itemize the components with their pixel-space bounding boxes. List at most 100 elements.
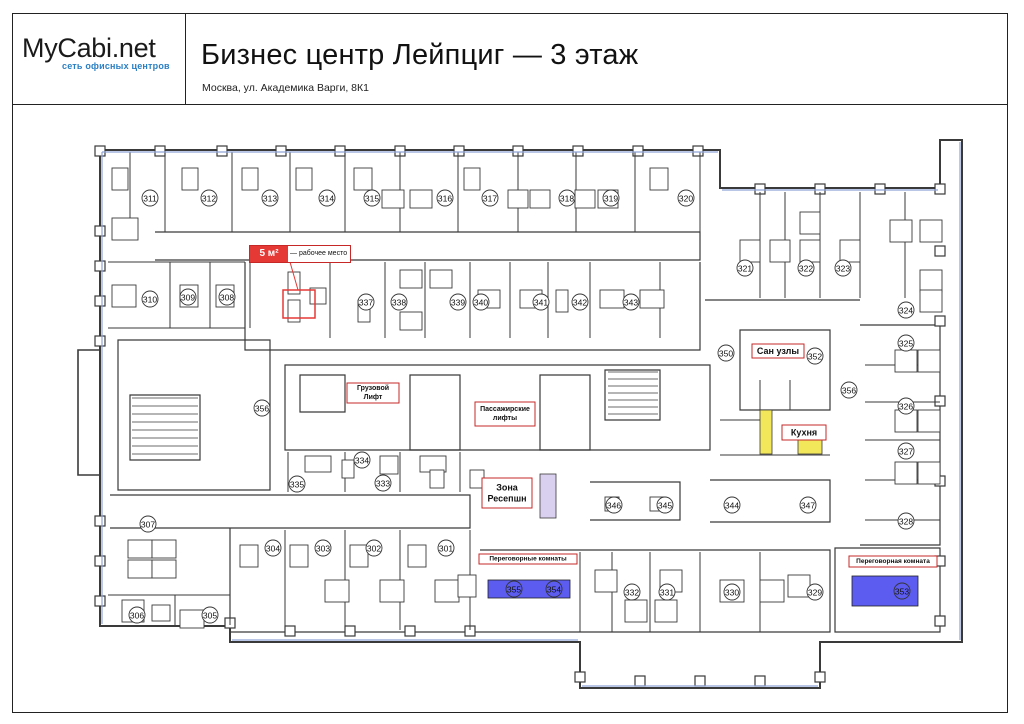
room-circle-304[interactable] bbox=[264, 539, 282, 557]
room-number-353[interactable]: 353 bbox=[895, 587, 909, 597]
room-number-325[interactable]: 325 bbox=[899, 339, 913, 349]
room-circle-337[interactable] bbox=[357, 293, 375, 311]
room-number-310[interactable]: 310 bbox=[143, 295, 157, 305]
room-number-317[interactable]: 317 bbox=[483, 194, 497, 204]
room-number-324[interactable]: 324 bbox=[899, 306, 913, 316]
room-circle-356[interactable] bbox=[840, 381, 858, 399]
room-circle-327[interactable] bbox=[897, 442, 915, 460]
room-circle-344[interactable] bbox=[723, 496, 741, 514]
room-circle-310[interactable] bbox=[141, 290, 159, 308]
room-number-339[interactable]: 339 bbox=[451, 298, 465, 308]
room-circle-332[interactable] bbox=[623, 583, 641, 601]
room-number-356[interactable]: 356 bbox=[255, 404, 269, 414]
room-circle-315[interactable] bbox=[363, 189, 381, 207]
room-number-320[interactable]: 320 bbox=[679, 194, 693, 204]
room-circle-324[interactable] bbox=[897, 301, 915, 319]
room-number-333[interactable]: 333 bbox=[376, 479, 390, 489]
room-number-302[interactable]: 302 bbox=[367, 544, 381, 554]
room-number-334[interactable]: 334 bbox=[355, 456, 369, 466]
room-circle-306[interactable] bbox=[128, 606, 146, 624]
room-circle-313[interactable] bbox=[261, 189, 279, 207]
room-circle-307[interactable] bbox=[139, 515, 157, 533]
room-circle-350[interactable] bbox=[717, 344, 735, 362]
room-number-335[interactable]: 335 bbox=[290, 480, 304, 490]
room-number-331[interactable]: 331 bbox=[660, 588, 674, 598]
room-circle-330[interactable] bbox=[723, 583, 741, 601]
room-circle-311[interactable] bbox=[141, 189, 159, 207]
room-circle-309[interactable] bbox=[179, 288, 197, 306]
room-number-306[interactable]: 306 bbox=[130, 611, 144, 621]
logo[interactable]: MyCabi.net bbox=[22, 33, 156, 63]
room-circle-301[interactable] bbox=[437, 539, 455, 557]
room-number-308[interactable]: 308 bbox=[220, 293, 234, 303]
room-number-328[interactable]: 328 bbox=[899, 517, 913, 527]
room-circle-317[interactable] bbox=[481, 189, 499, 207]
room-number-346[interactable]: 346 bbox=[607, 501, 621, 511]
room-circle-302[interactable] bbox=[365, 539, 383, 557]
room-number-323[interactable]: 323 bbox=[836, 264, 850, 274]
room-circle-343[interactable] bbox=[622, 293, 640, 311]
room-circle-354[interactable] bbox=[545, 580, 563, 598]
room-number-305[interactable]: 305 bbox=[203, 611, 217, 621]
room-circle-321[interactable] bbox=[736, 259, 754, 277]
room-circle-325[interactable] bbox=[897, 334, 915, 352]
room-circle-339[interactable] bbox=[449, 293, 467, 311]
room-circle-305[interactable] bbox=[201, 606, 219, 624]
room-number-313[interactable]: 313 bbox=[263, 194, 277, 204]
room-circle-340[interactable] bbox=[472, 293, 490, 311]
room-number-345[interactable]: 345 bbox=[658, 501, 672, 511]
room-circle-342[interactable] bbox=[571, 293, 589, 311]
room-number-344[interactable]: 344 bbox=[725, 501, 739, 511]
room-circle-326[interactable] bbox=[897, 397, 915, 415]
room-number-301[interactable]: 301 bbox=[439, 544, 453, 554]
room-circle-356[interactable] bbox=[253, 399, 271, 417]
room-circle-308[interactable] bbox=[218, 288, 236, 306]
room-circle-333[interactable] bbox=[374, 474, 392, 492]
room-number-311[interactable]: 311 bbox=[143, 194, 157, 204]
room-circle-320[interactable] bbox=[677, 189, 695, 207]
room-circle-316[interactable] bbox=[436, 189, 454, 207]
room-circle-329[interactable] bbox=[806, 583, 824, 601]
room-number-347[interactable]: 347 bbox=[801, 501, 815, 511]
room-number-315[interactable]: 315 bbox=[365, 194, 379, 204]
room-number-342[interactable]: 342 bbox=[573, 298, 587, 308]
room-number-309[interactable]: 309 bbox=[181, 293, 195, 303]
room-circle-352[interactable] bbox=[806, 347, 824, 365]
room-circle-318[interactable] bbox=[558, 189, 576, 207]
room-number-330[interactable]: 330 bbox=[725, 588, 739, 598]
room-number-337[interactable]: 337 bbox=[359, 298, 373, 308]
room-number-321[interactable]: 321 bbox=[738, 264, 752, 274]
room-circle-322[interactable] bbox=[797, 259, 815, 277]
room-circle-355[interactable] bbox=[505, 580, 523, 598]
room-number-343[interactable]: 343 bbox=[624, 298, 638, 308]
room-number-355[interactable]: 355 bbox=[507, 585, 521, 595]
room-number-322[interactable]: 322 bbox=[799, 264, 813, 274]
room-circle-345[interactable] bbox=[656, 496, 674, 514]
room-number-350[interactable]: 350 bbox=[719, 349, 733, 359]
room-number-329[interactable]: 329 bbox=[808, 588, 822, 598]
room-number-314[interactable]: 314 bbox=[320, 194, 334, 204]
room-number-340[interactable]: 340 bbox=[474, 298, 488, 308]
room-number-338[interactable]: 338 bbox=[392, 298, 406, 308]
room-circle-353[interactable] bbox=[893, 582, 911, 600]
room-number-312[interactable]: 312 bbox=[202, 194, 216, 204]
room-number-356[interactable]: 356 bbox=[842, 386, 856, 396]
room-circle-314[interactable] bbox=[318, 189, 336, 207]
room-number-332[interactable]: 332 bbox=[625, 588, 639, 598]
room-number-316[interactable]: 316 bbox=[438, 194, 452, 204]
room-number-352[interactable]: 352 bbox=[808, 352, 822, 362]
room-circle-338[interactable] bbox=[390, 293, 408, 311]
room-number-327[interactable]: 327 bbox=[899, 447, 913, 457]
room-number-307[interactable]: 307 bbox=[141, 520, 155, 530]
room-circle-347[interactable] bbox=[799, 496, 817, 514]
room-circle-335[interactable] bbox=[288, 475, 306, 493]
room-number-319[interactable]: 319 bbox=[604, 194, 618, 204]
room-number-354[interactable]: 354 bbox=[547, 585, 561, 595]
room-circle-319[interactable] bbox=[602, 189, 620, 207]
room-circle-328[interactable] bbox=[897, 512, 915, 530]
room-circle-331[interactable] bbox=[658, 583, 676, 601]
room-circle-323[interactable] bbox=[834, 259, 852, 277]
room-circle-334[interactable] bbox=[353, 451, 371, 469]
room-circle-312[interactable] bbox=[200, 189, 218, 207]
room-number-341[interactable]: 341 bbox=[534, 298, 548, 308]
